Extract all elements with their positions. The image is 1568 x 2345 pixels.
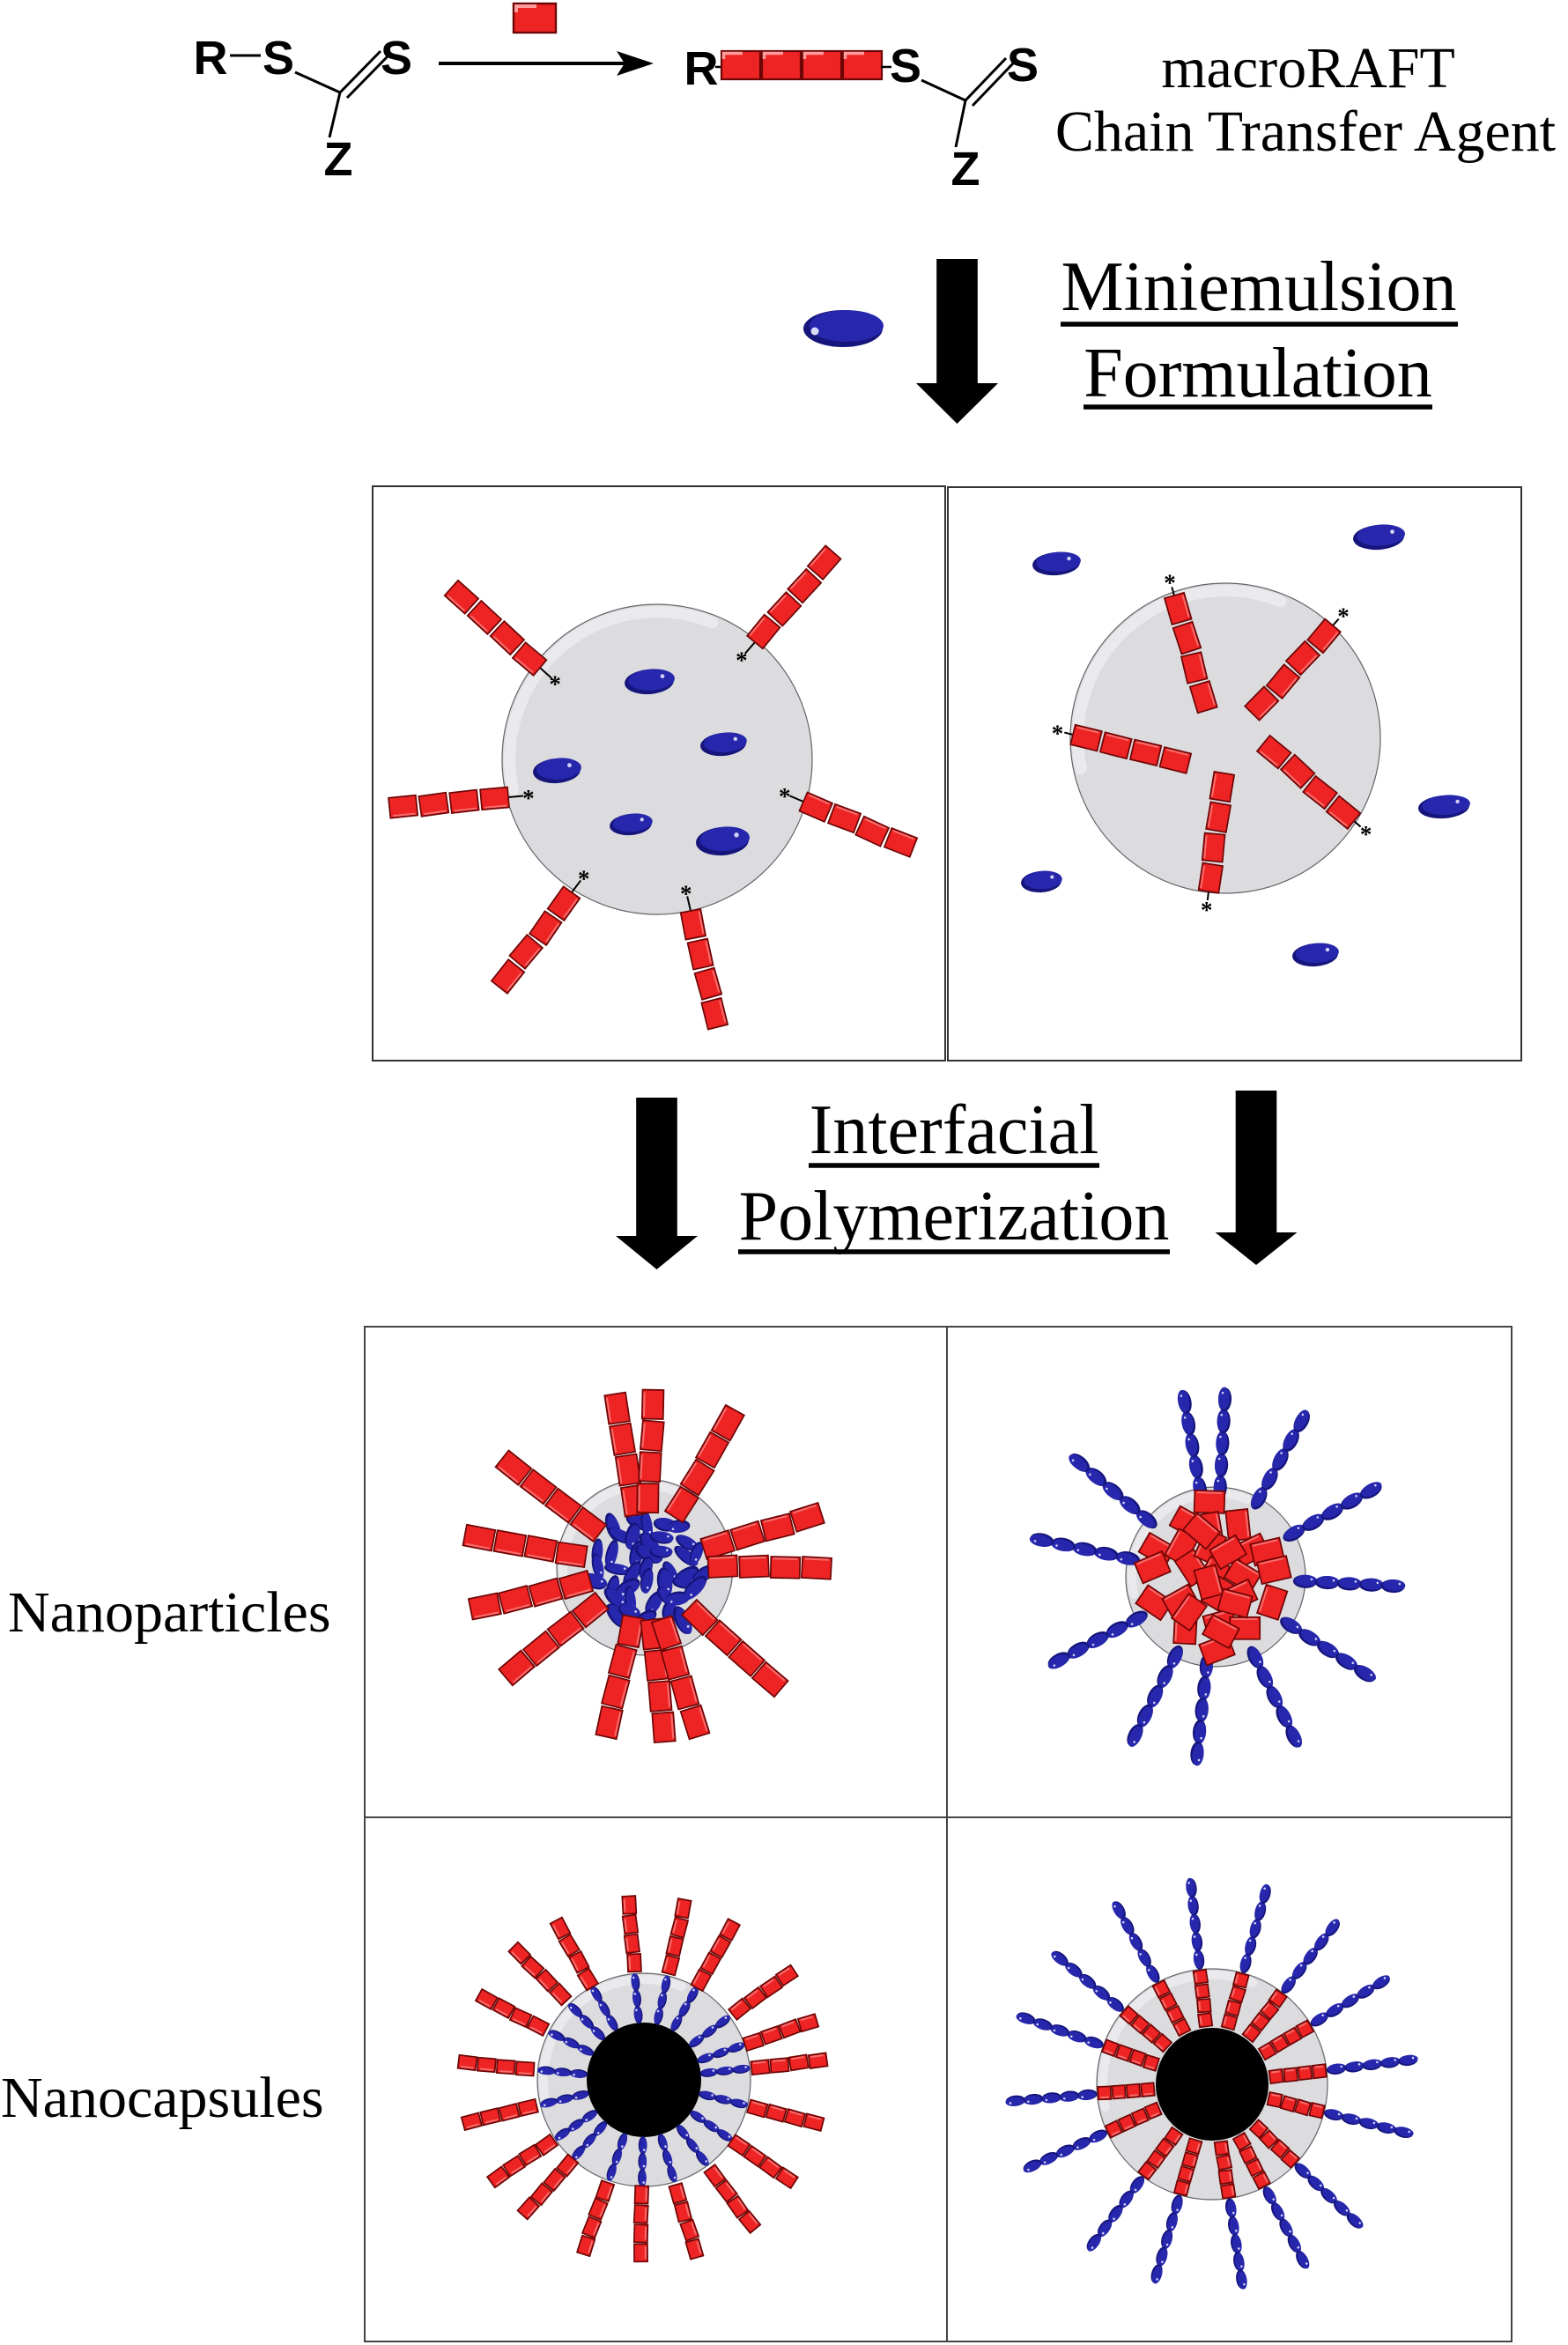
svg-text:*: * [736,647,748,673]
svg-text:*: * [522,785,535,811]
svg-text:R: R [684,42,719,95]
svg-text:Nanocapsules: Nanocapsules [1,2066,324,2130]
svg-text:*: * [549,670,561,697]
svg-text:S: S [263,32,294,85]
svg-text:Nanoparticles: Nanoparticles [8,1580,331,1645]
svg-text:Formulation: Formulation [1084,335,1432,412]
svg-text:*: * [1164,570,1176,596]
svg-text:R: R [194,32,228,85]
svg-text:Chain Transfer Agent: Chain Transfer Agent [1055,100,1556,164]
svg-text:macroRAFT: macroRAFT [1161,36,1455,100]
svg-text:Z: Z [324,133,353,186]
svg-text:Interfacial: Interfacial [810,1091,1099,1169]
svg-text:S: S [890,40,921,92]
svg-text:*: * [680,881,692,907]
svg-text:*: * [779,783,791,810]
svg-text:*: * [578,866,590,892]
svg-text:*: * [1052,721,1064,747]
svg-text:Z: Z [951,143,980,196]
svg-text:*: * [1360,821,1372,847]
svg-text:Miniemulsion: Miniemulsion [1061,248,1457,326]
svg-text:*: * [1337,603,1350,630]
svg-text:*: * [1201,897,1213,923]
svg-text:Polymerization: Polymerization [739,1178,1170,1255]
